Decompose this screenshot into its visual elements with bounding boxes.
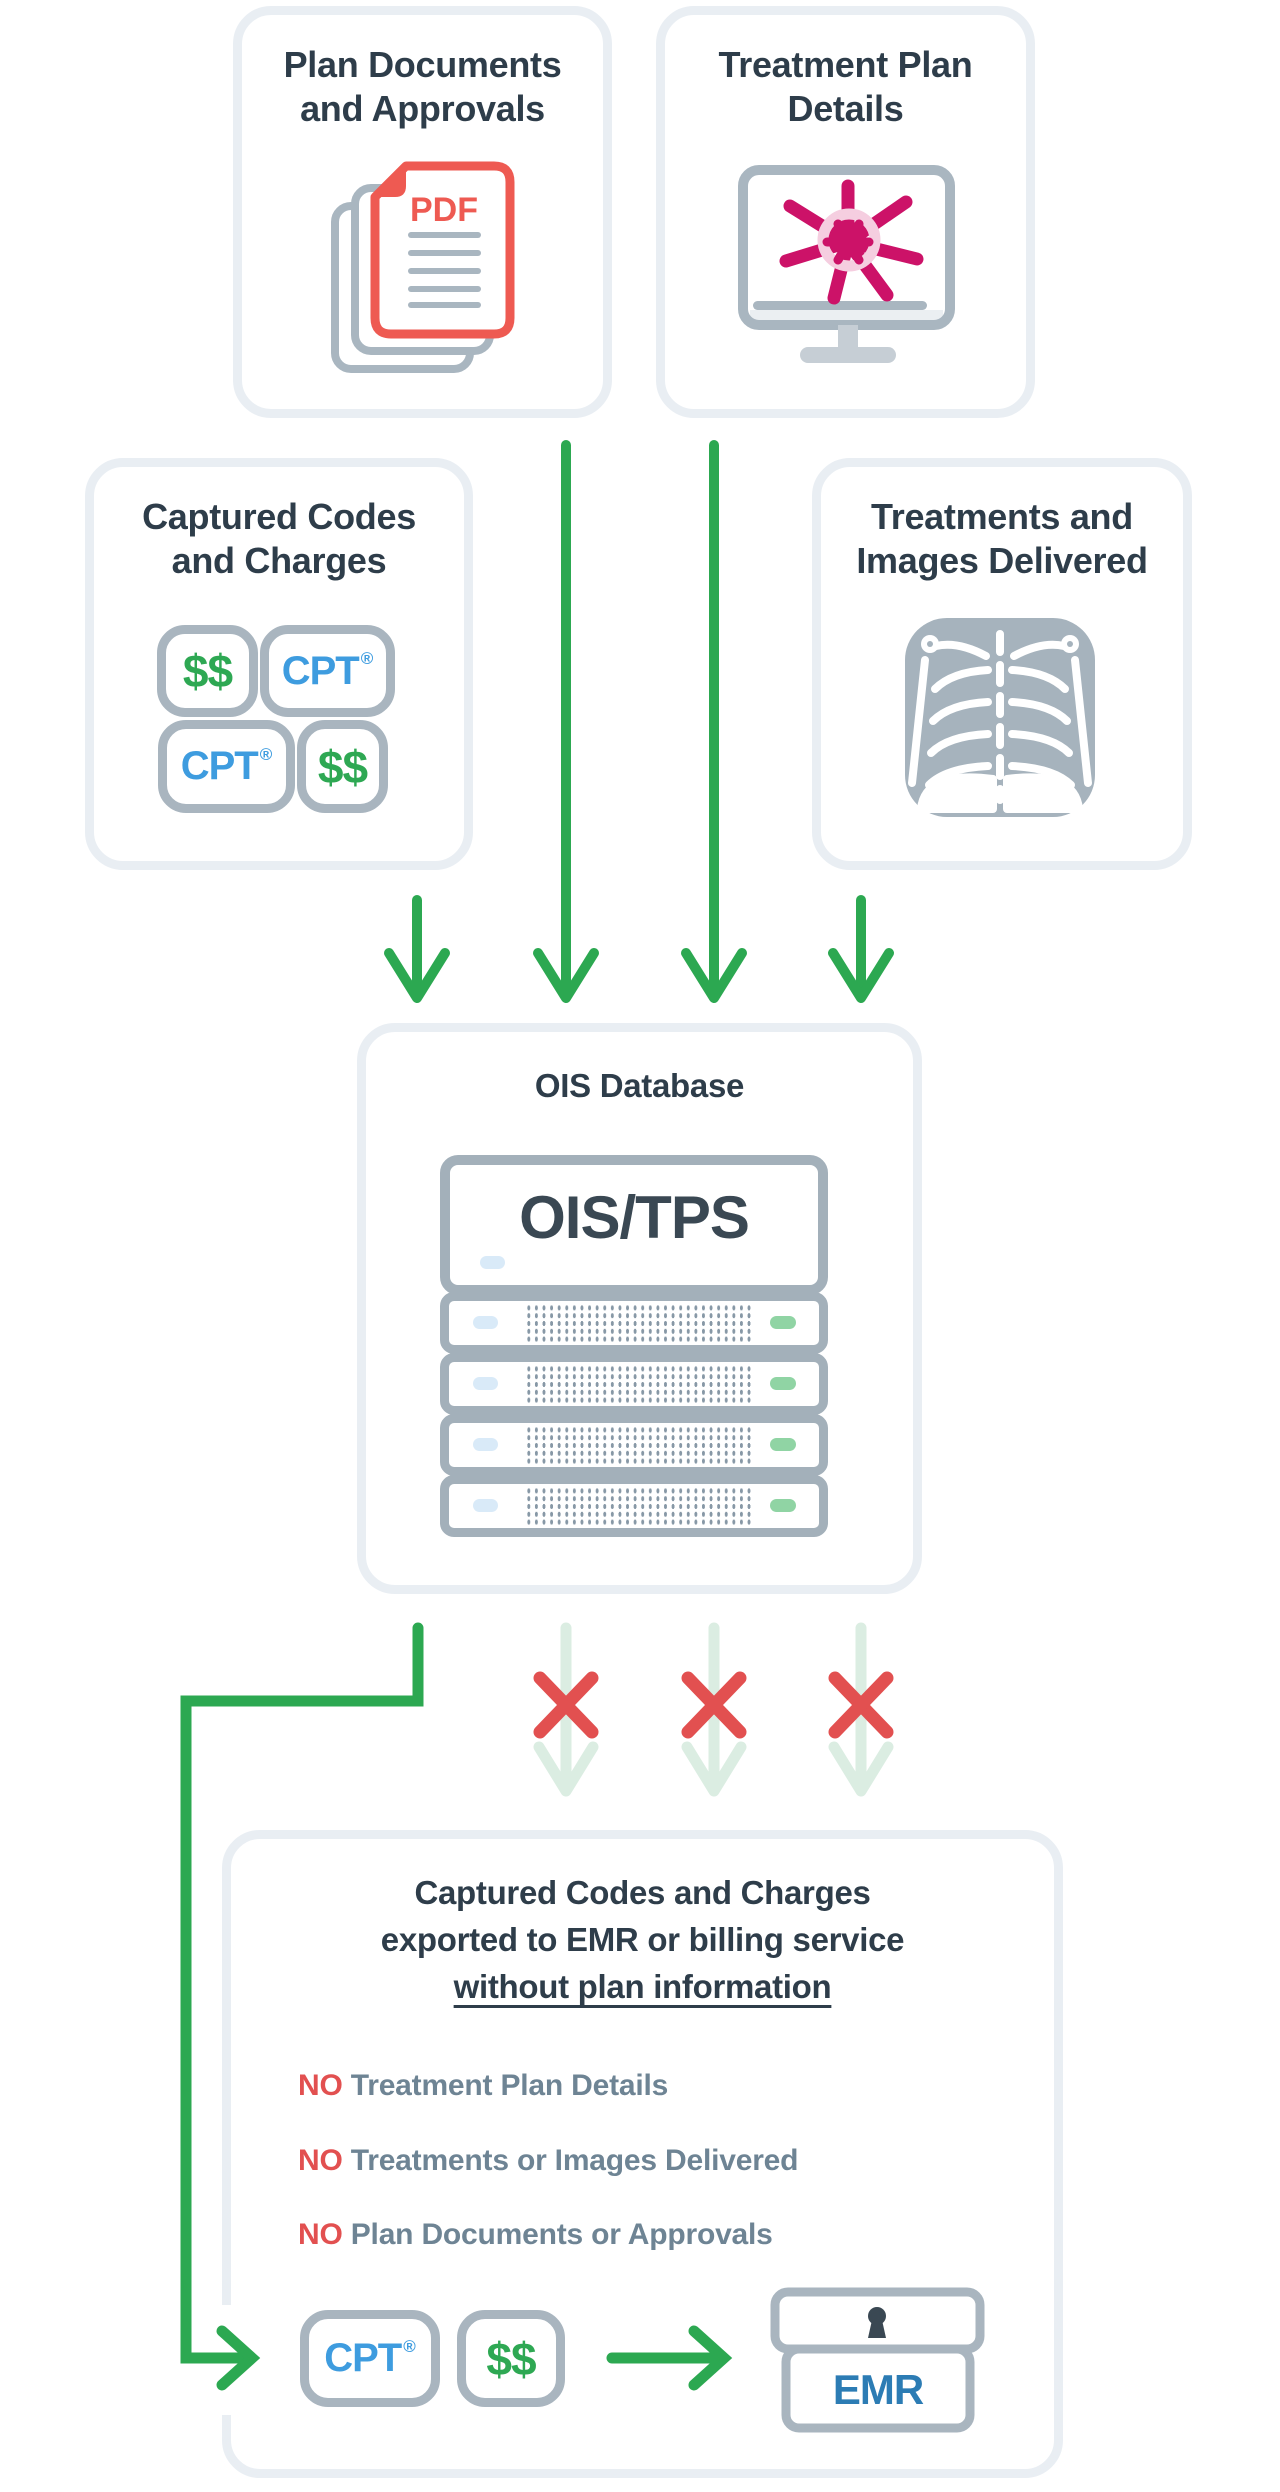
x-mark-icon (828, 1671, 894, 1739)
server-led-icon (770, 1377, 796, 1390)
server-row (440, 1292, 828, 1354)
no-item-treatments-images: NO Treatments or Images Delivered (298, 2144, 798, 2178)
server-led-icon (473, 1316, 498, 1329)
panel-captured-codes-title: Captured Codes and Charges (94, 495, 464, 583)
server-vent-icon (525, 1426, 753, 1465)
title-line: Plan Documents (283, 44, 562, 85)
server-led-icon (480, 1256, 505, 1269)
no-label: NO (298, 2218, 343, 2251)
money-badge: $$ (457, 2310, 565, 2407)
cpt-badge-label: CPT (180, 744, 259, 788)
x-mark-icon (828, 1671, 894, 1739)
server-led-icon (770, 1499, 796, 1512)
title-line: Images Delivered (856, 540, 1148, 581)
money-badge-label: $$ (486, 2332, 536, 2385)
no-text: Plan Documents or Approvals (350, 2218, 773, 2251)
panel-treatments-images: Treatments and Images Delivered (812, 458, 1192, 870)
server-led-icon (473, 1438, 498, 1451)
registered-mark: ® (360, 649, 374, 668)
arrowhead-icon (681, 948, 747, 1003)
server-row (440, 1414, 828, 1476)
arrowhead-icon (828, 948, 894, 1003)
cpt-badge: CPT ® (158, 720, 295, 813)
server-led-icon (770, 1316, 796, 1329)
cpt-badge-label: CPT (324, 2336, 402, 2380)
arrowhead-icon (533, 948, 599, 1003)
title-line: and Charges (171, 540, 387, 581)
ois-tps-label: OIS/TPS (519, 1184, 750, 1251)
x-mark-icon (681, 1671, 747, 1739)
server-rack-icon: OIS/TPS (440, 1155, 828, 1295)
registered-mark: ® (259, 744, 273, 764)
money-badge-label: $$ (182, 645, 233, 697)
server-vent-icon (525, 1304, 753, 1343)
arrowhead-icon (828, 1741, 894, 1797)
money-badge-label: $$ (317, 740, 368, 793)
panel-plan-documents-title: Plan Documents and Approvals (242, 43, 603, 131)
server-led-icon (770, 1438, 796, 1451)
no-item-plan-documents: NO Plan Documents or Approvals (298, 2218, 773, 2252)
server-vent-icon (525, 1365, 753, 1404)
registered-mark: ® (403, 2336, 416, 2356)
no-label: NO (298, 2144, 343, 2177)
server-row (440, 1353, 828, 1415)
cpt-badge: CPT ® (300, 2310, 440, 2407)
ois-database-title: OIS Database (534, 1067, 745, 1104)
cpt-badge: CPT ® (260, 625, 395, 717)
cpt-badge-label: CPT (281, 648, 360, 693)
x-mark-icon (681, 1671, 747, 1739)
title-line: Treatment Plan (718, 44, 973, 85)
title-line: and Approvals (300, 88, 545, 129)
money-badge: $$ (297, 720, 388, 813)
server-vent-icon (525, 1487, 753, 1526)
arrowhead-icon (681, 1741, 747, 1797)
server-led-icon (473, 1377, 498, 1390)
x-mark-icon (533, 1671, 599, 1739)
money-badge: $$ (157, 625, 258, 717)
panel-plan-documents: Plan Documents and Approvals (233, 6, 612, 418)
export-title: Captured Codes and Charges exported to E… (231, 1869, 1054, 2010)
title-line: exported to EMR or billing service (380, 1921, 905, 1958)
arrowhead-icon (533, 1741, 599, 1797)
arrowhead-icon (384, 948, 450, 1003)
server-row (440, 1475, 828, 1537)
title-line: Captured Codes (142, 496, 416, 537)
panel-treatment-plan-title: Treatment Plan Details (665, 43, 1026, 131)
panel-treatment-plan-details: Treatment Plan Details (656, 6, 1035, 418)
server-led-icon (473, 1499, 498, 1512)
no-text: Treatments or Images Delivered (350, 2144, 799, 2177)
no-text: Treatment Plan Details (350, 2069, 669, 2102)
panel-treatments-images-title: Treatments and Images Delivered (821, 495, 1183, 583)
title-line: Treatments and (871, 496, 1133, 537)
title-line: Captured Codes and Charges (414, 1874, 871, 1911)
title-line-underlined: without plan information (453, 1968, 832, 2005)
no-item-treatment-plan: NO Treatment Plan Details (298, 2069, 668, 2103)
no-label: NO (298, 2069, 343, 2102)
x-mark-icon (533, 1671, 599, 1739)
title-line: Details (787, 88, 904, 129)
